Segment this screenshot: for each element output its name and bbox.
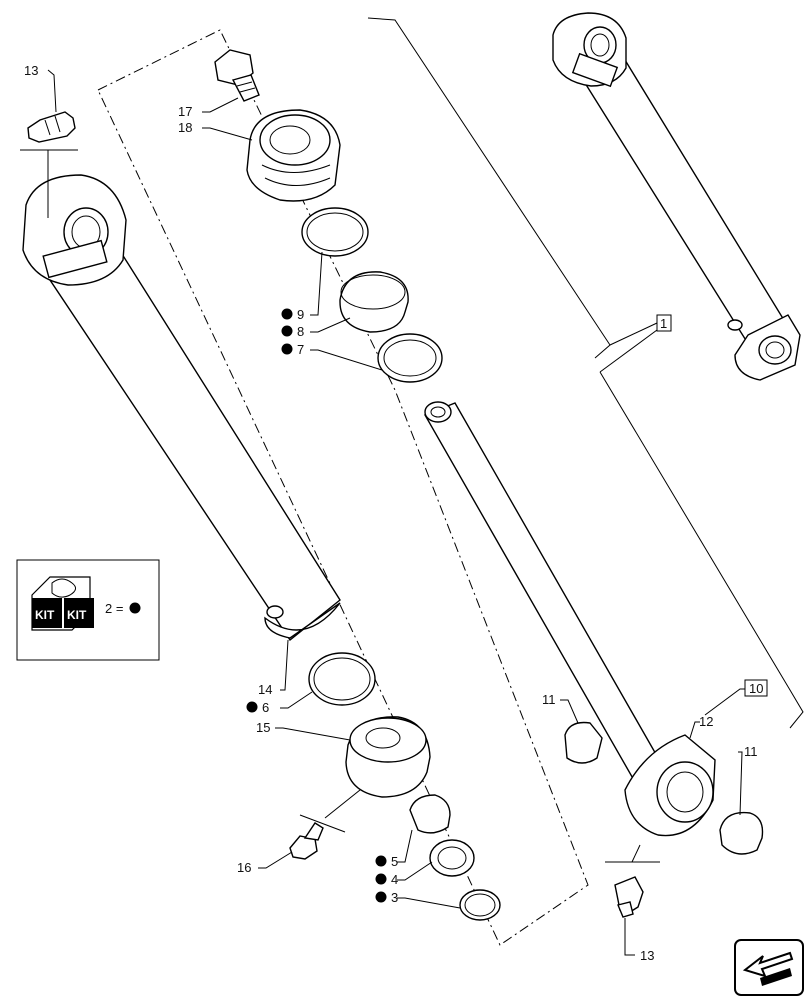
- o-ring-item-6: [308, 652, 376, 706]
- callout-18: 18: [178, 120, 192, 135]
- kit-marker-6: [246, 701, 258, 713]
- callout-3: 3: [391, 890, 398, 905]
- assembled-cylinder-top: [552, 12, 801, 381]
- callout-12: 12: [699, 714, 713, 729]
- grease-nipple-item-13-bottom: [605, 844, 660, 918]
- kit-marker-7: [281, 343, 293, 355]
- callout-box-10: [744, 679, 768, 697]
- wiper-item-4: [429, 839, 475, 877]
- piston-rod: [423, 401, 716, 837]
- kit-marker-5: [375, 855, 387, 867]
- guide-line-item-1: [367, 17, 611, 359]
- kit-marker-4: [375, 873, 387, 885]
- grease-nipple-item-13-top: [20, 111, 78, 218]
- callout-10: 10: [749, 681, 763, 696]
- bushing-item-8: [339, 271, 409, 333]
- callout-11-right: 11: [744, 744, 758, 759]
- piston-item-18: [246, 109, 341, 202]
- kit-badge-left: [32, 598, 62, 628]
- kit-label-1: KIT: [35, 608, 55, 622]
- callout-7: 7: [297, 342, 304, 357]
- kit-equation: 2 =: [105, 601, 123, 616]
- kit-label-2: KIT: [67, 608, 87, 622]
- callout-16: 16: [237, 860, 251, 875]
- callout-box-1: [656, 314, 672, 332]
- bushing-item-11-left: [564, 721, 603, 764]
- kit-marker-3: [375, 891, 387, 903]
- next-page-arrow-icon[interactable]: [734, 939, 804, 996]
- kit-legend: KIT KIT 2 =: [16, 559, 160, 661]
- seal-item-3: [459, 889, 501, 921]
- callout-1: 1: [660, 316, 667, 331]
- kit-marker-8: [281, 325, 293, 337]
- callout-4: 4: [391, 872, 398, 887]
- kit-badge-right: [64, 598, 94, 628]
- callout-13-bottom: 13: [640, 948, 654, 963]
- bushing-item-5: [409, 794, 451, 834]
- kit-marker-legend: [129, 602, 141, 614]
- bolt-item-17: [214, 49, 260, 102]
- callout-6: 6: [262, 700, 269, 715]
- guide-line-item-1b: [599, 371, 804, 729]
- callout-5: 5: [391, 854, 398, 869]
- seal-ring-item-7: [377, 333, 443, 383]
- callout-14: 14: [258, 682, 272, 697]
- callout-11-left: 11: [542, 692, 556, 707]
- callout-8: 8: [297, 324, 304, 339]
- callout-15: 15: [256, 720, 270, 735]
- barrel-item-14: [22, 174, 341, 642]
- assembly-outline: [97, 29, 589, 946]
- kit-marker-9: [281, 308, 293, 320]
- bushing-item-11-right: [719, 811, 764, 855]
- leader-item-1b: [599, 329, 658, 373]
- callout-17: 17: [178, 104, 192, 119]
- callout-13-top: 13: [24, 63, 38, 78]
- seal-ring-item-9: [301, 207, 369, 257]
- fitting-item-16: [289, 789, 361, 860]
- gland-item-15: [345, 716, 431, 798]
- callout-9: 9: [297, 307, 304, 322]
- leader-lines: [47, 69, 745, 956]
- leader-item-1: [609, 322, 658, 346]
